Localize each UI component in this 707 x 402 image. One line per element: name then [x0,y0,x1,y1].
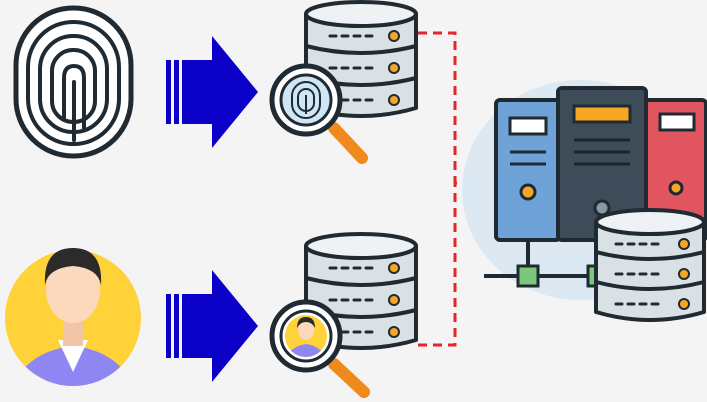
fingerprint-icon [13,5,134,159]
arrow-fingerprint-to-db [166,36,258,148]
magnifier-icon [269,63,368,164]
database-fingerprint [269,0,418,164]
connector-lines [418,31,496,347]
server-cluster [484,86,707,322]
arrow-face-to-db [166,270,258,382]
shirt-shape [8,346,138,386]
server-rack-icon [484,86,707,322]
person-face-icon [5,248,141,386]
lens-person-face-icon [285,317,327,357]
lens-fingerprint-icon [291,81,321,119]
magnifier-icon [269,299,370,398]
database-face [269,232,418,398]
